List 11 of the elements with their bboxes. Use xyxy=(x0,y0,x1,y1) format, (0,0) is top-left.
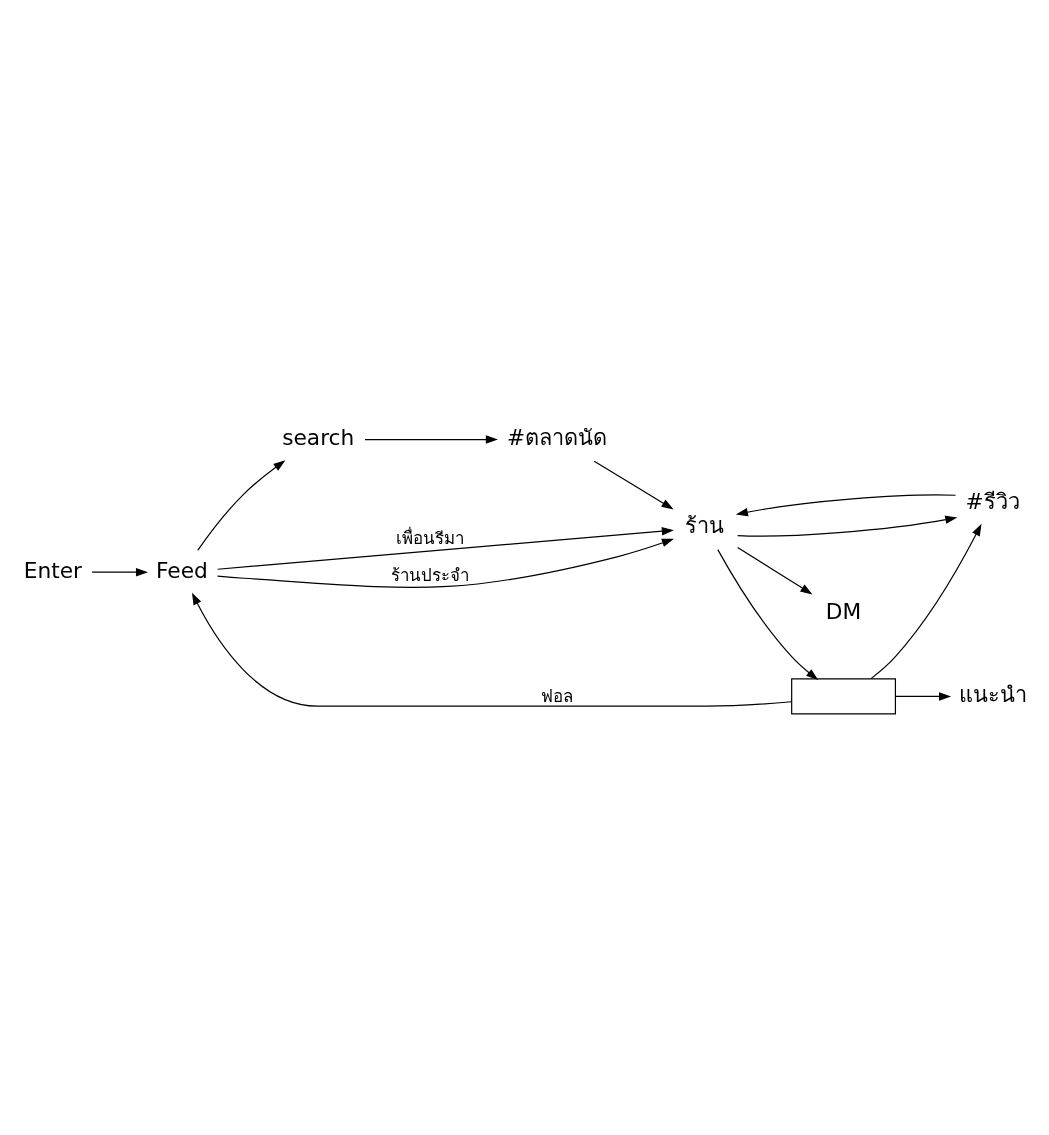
node-text: Feed xyxy=(156,557,208,583)
node-text: #รีวิว xyxy=(965,488,1020,514)
node-text: แนะนำ xyxy=(958,681,1027,707)
edge-label: เพื่อนรีมา xyxy=(396,527,465,548)
edge-label: ร้านประจำ xyxy=(391,564,470,585)
edge-label: ฟอล xyxy=(541,685,574,706)
node-text: search xyxy=(282,424,355,450)
node-text: DM xyxy=(825,598,862,624)
node-text: #ตลาดนัด xyxy=(506,424,608,450)
node-text: Enter xyxy=(23,557,82,583)
node-text: ร้าน xyxy=(685,512,725,538)
